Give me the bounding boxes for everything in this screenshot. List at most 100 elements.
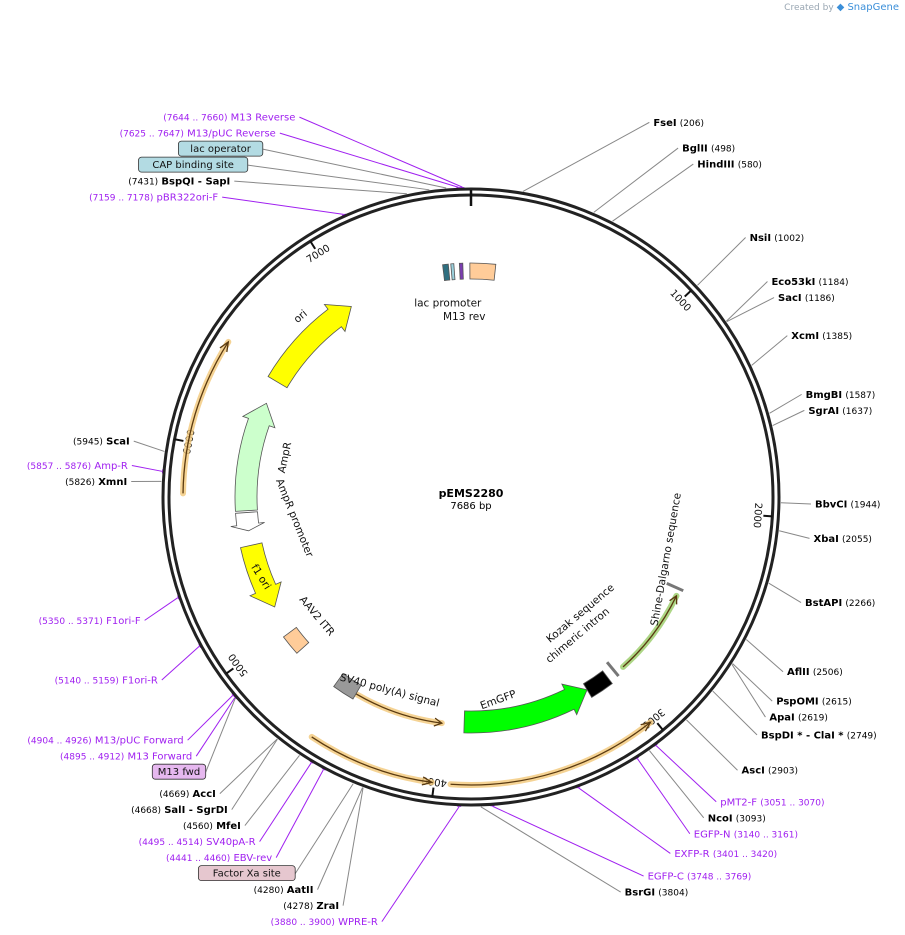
- leader-amp-r: [131, 465, 163, 472]
- enzyme-label-sali-sgrdi: (4668) SalI - SgrDI: [131, 805, 228, 816]
- orf-arc-glow-0: [620, 592, 680, 670]
- tick-mark-5000: [225, 667, 234, 675]
- leader-ebv-rev: [275, 769, 324, 858]
- enzyme-label-xbai: XbaI (2055): [813, 534, 871, 545]
- backbone-outer-strand: [161, 187, 781, 807]
- enzyme-position: (7431): [128, 178, 158, 188]
- feature-label-ampr-5: AmpR: [276, 441, 294, 474]
- primer-name: M13/pUC Forward: [95, 736, 184, 747]
- enzyme-name: SgrAI: [808, 406, 839, 417]
- enzyme-name: AscI: [742, 766, 765, 777]
- snapgene-logo: ◆ SnapGene: [836, 2, 899, 13]
- leader-bmgbi: [769, 393, 802, 414]
- primer-label-pmt2-f: pMT2-F (3051 .. 3070): [720, 797, 824, 808]
- primer-name: M13/pUC Reverse: [187, 129, 276, 140]
- primer-name: EGFP-N: [694, 829, 731, 840]
- leader-wpre-r: [381, 806, 460, 922]
- enzyme-name: ScaI: [106, 437, 130, 448]
- enzyme-name: BspQI - SapI: [161, 177, 230, 188]
- leader-cap-binding-site: [247, 164, 430, 191]
- enzyme-name: ZraI: [316, 901, 339, 912]
- leader-hindiii: [612, 163, 694, 222]
- leader-f1ori-r: [161, 645, 200, 681]
- leader-nsii: [697, 237, 746, 286]
- boxed-label-bg-cap-binding-site: [138, 156, 249, 173]
- enzyme-position: (3804): [658, 889, 688, 899]
- enzyme-position: (2615): [822, 698, 852, 708]
- primer-name: Amp-R: [94, 461, 128, 472]
- leader-xbai: [779, 530, 810, 539]
- leader-m13-puc-forward: [187, 695, 234, 741]
- feature-label-m13-rev-2: M13 rev: [443, 311, 486, 323]
- enzyme-position: (2506): [813, 668, 843, 678]
- primer-position: (7625 .. 7647): [120, 130, 184, 140]
- enzyme-name: MfeI: [216, 821, 241, 832]
- tick-mark-6000: [174, 438, 184, 442]
- orf-arc-glow-4: [180, 338, 232, 497]
- tick-label-7000: 7000: [305, 243, 332, 266]
- leader-egfp-c: [492, 805, 644, 877]
- tick-mark-4000: [431, 787, 435, 797]
- enzyme-position: (498): [711, 145, 735, 155]
- feature-label-ori-4: ori: [292, 308, 310, 326]
- enzyme-name: PspOMI: [776, 697, 818, 708]
- enzyme-name: Eco53kI: [771, 277, 815, 288]
- primer-name: M13 Forward: [127, 752, 192, 763]
- enzyme-name: ApaI: [769, 713, 794, 724]
- primer-name: WPRE-R: [338, 917, 378, 928]
- enzyme-label-aflii: AflII (2506): [787, 667, 843, 678]
- leader-scai: [133, 440, 165, 452]
- enzyme-label-eco53ki: Eco53kI (1184): [771, 277, 848, 288]
- enzyme-label-bspqi-sapi: (7431) BspQI - SapI: [128, 177, 230, 188]
- enzyme-name: XcmI: [791, 331, 819, 342]
- boxed-label-lac-operator: lac operator: [190, 144, 251, 155]
- leader-m13-forward: [195, 697, 236, 757]
- primer-position: (4904 .. 4926): [27, 737, 91, 747]
- leader-bsrgi: [480, 806, 621, 893]
- enzyme-label-acci: (4669) AccI: [159, 789, 215, 800]
- leader-lac-operator: [262, 148, 447, 189]
- primer-position: (3880 .. 3900): [271, 918, 335, 928]
- enzyme-name: SalI - SgrDI: [164, 805, 228, 816]
- enzyme-label-sgrai: SgrAI (1637): [808, 406, 872, 417]
- enzyme-position: (1184): [819, 278, 849, 288]
- primer-label-ebv-rev: (4441 .. 4460) EBV-rev: [166, 853, 272, 864]
- primer-label-m13-reverse: (7644 .. 7660) M13 Reverse: [163, 113, 295, 124]
- enzyme-position: (2903): [768, 767, 798, 777]
- enzyme-name: BglII: [682, 144, 708, 155]
- feature-label-ampr-promoter-6: AmpR promoter: [273, 477, 316, 559]
- orf-arrowhead-3: [421, 776, 434, 786]
- primer-name: EBV-rev: [233, 853, 272, 864]
- orf-arrowhead-2: [433, 717, 444, 727]
- leader-asci: [686, 719, 738, 771]
- primer-position: (3140 .. 3161): [734, 830, 798, 840]
- primer-name: EXFP-R: [674, 849, 709, 860]
- leader-eco53ki: [725, 281, 768, 322]
- credit-brand: SnapGene: [847, 2, 899, 13]
- primer-label-egfp-c: EGFP-C (3748 .. 3769): [648, 872, 752, 883]
- primer-label-wpre-r: (3880 .. 3900) WPRE-R: [271, 917, 378, 928]
- boxed-label-bg-lac-operator: [177, 140, 264, 157]
- primer-position: (5350 .. 5371): [39, 617, 103, 627]
- primer-position: (4441 .. 4460): [166, 854, 230, 864]
- leader-bspdi-clai: [712, 690, 758, 736]
- leader-pmt2-f: [655, 745, 717, 803]
- enzyme-label-scai: (5945) ScaI: [73, 437, 130, 448]
- leader-lines: [131, 116, 811, 922]
- enzyme-name: AccI: [193, 789, 216, 800]
- feature-label-aav2-itr-3: AAV2 ITR: [297, 594, 337, 638]
- enzyme-label-asci: AscI (2903): [742, 766, 798, 777]
- enzyme-name: NsiI: [750, 233, 771, 244]
- primer-label-m13-forward: (4895 .. 4912) M13 Forward: [60, 752, 192, 763]
- leader-saci: [726, 297, 775, 323]
- tick-mark-1000: [684, 289, 692, 298]
- plasmid-name: pEMS2280: [439, 487, 504, 500]
- enzyme-position: (1944): [851, 500, 881, 510]
- feature-label-lac-promoter-0: lac promoter: [414, 297, 482, 309]
- leader-pspomi: [732, 663, 773, 702]
- leader-m13-fwd: [205, 698, 236, 773]
- orf-arc-4: [182, 341, 229, 494]
- primer-name: M13 Reverse: [231, 113, 296, 124]
- enzyme-position: (206): [680, 119, 704, 129]
- primer-label-amp-r: (5857 .. 5876) Amp-R: [27, 461, 128, 472]
